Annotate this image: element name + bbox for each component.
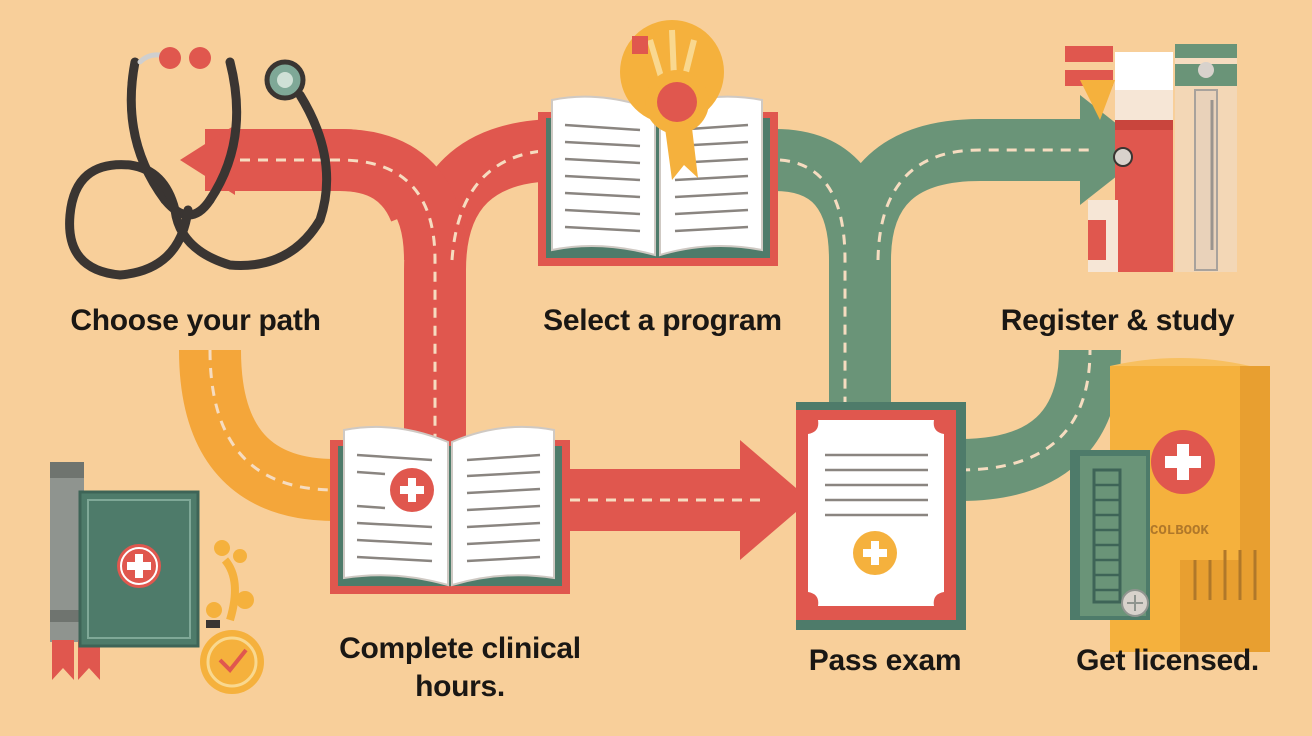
red-arrow-head-bottom bbox=[740, 440, 810, 560]
license-book-icon: COLBOOK bbox=[1070, 358, 1270, 652]
step-label-choose-path: Choose your path bbox=[70, 304, 321, 337]
green-road-arrow bbox=[829, 119, 1090, 300]
green-road-dashes-2 bbox=[876, 148, 1095, 261]
step-label-get-licensed: Get licensed. bbox=[1076, 644, 1259, 677]
earpiece-right bbox=[189, 47, 211, 69]
book-stack-icon bbox=[1065, 44, 1237, 272]
step-label-complete-clinical-hours: Complete clinical hours. bbox=[339, 632, 581, 703]
orange-road bbox=[179, 349, 336, 521]
green-road-dashes-1 bbox=[779, 158, 847, 420]
book-spine-text: COLBOOK bbox=[1150, 523, 1209, 539]
program-book-icon bbox=[538, 95, 778, 266]
red-road-dashes-1 bbox=[240, 158, 437, 440]
medal-icon bbox=[200, 540, 264, 694]
step-label-pass-exam: Pass exam bbox=[808, 644, 962, 677]
red-road-loop-2 bbox=[240, 129, 466, 261]
medical-book-icon bbox=[50, 462, 200, 680]
green-road-lower bbox=[959, 349, 1121, 501]
red-road-dashes-2 bbox=[450, 148, 561, 261]
award-ribbon-icon bbox=[620, 20, 724, 180]
step-label-select-program: Select a program bbox=[543, 304, 782, 337]
step-label-register-study: Register & study bbox=[1000, 304, 1235, 337]
clinical-book-icon bbox=[330, 425, 570, 594]
exam-certificate-icon bbox=[796, 402, 966, 630]
orange-road-dashes bbox=[208, 349, 336, 492]
earpiece-left bbox=[159, 47, 181, 69]
stethoscope-icon bbox=[65, 52, 332, 280]
